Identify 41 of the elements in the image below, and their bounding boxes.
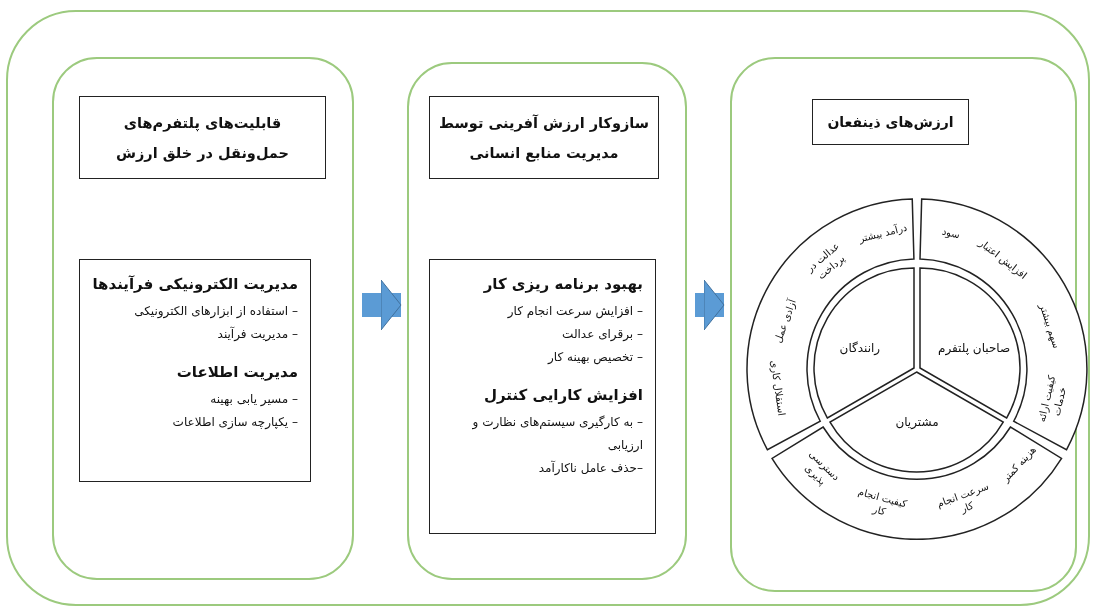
heading-text: مدیریت الکترونیکی فرآیندها xyxy=(91,274,298,295)
list-item: – افزایش سرعت انجام کار xyxy=(506,303,643,321)
segment-label: سرعت انجام کار xyxy=(934,479,991,517)
segment-label: دسترسی پذیری xyxy=(801,446,843,489)
block-arrow xyxy=(695,279,725,331)
segment-label: کیفیت ارائه خدمات xyxy=(1035,373,1070,426)
heading-text: مدیریت اطلاعات xyxy=(175,362,298,383)
title-box xyxy=(812,99,969,145)
list-item: – به کارگیری سیستم‌های نظارت و ارزیابی xyxy=(471,414,643,454)
list-item: – تخصیص بهینه کار xyxy=(546,349,643,367)
title-text: ارزش‌های ذینفعان xyxy=(826,113,955,132)
title-box xyxy=(79,96,326,179)
panel-card xyxy=(407,62,687,580)
segment-label: عدالت در پرداخت xyxy=(803,238,848,284)
list-item: –حذف عامل ناکارآمد xyxy=(537,459,643,477)
sector-label: رانندگان xyxy=(839,340,881,355)
list-item: – مدیریت فرآیند xyxy=(216,325,298,344)
sector-label: صاحبان پلتفرم xyxy=(938,340,1011,355)
title-text: سازوکار ارزش آفرینی توسط مدیریت منابع انسانی xyxy=(438,113,650,164)
segment-label: کیفیت انجام کار xyxy=(855,485,910,520)
segment-label: آزادی عمل xyxy=(771,296,800,347)
segment-label: افزایش اعتبار xyxy=(975,235,1031,283)
heading-text: بهبود برنامه ریزی کار xyxy=(482,274,643,295)
segment-label: استقلال کاری xyxy=(768,358,789,419)
panel-card xyxy=(52,57,354,580)
segment-label: درآمد بیشتر xyxy=(856,220,910,247)
title-box xyxy=(429,96,659,179)
list-item: – برقرای عدالت xyxy=(561,326,643,343)
segment-label: سود xyxy=(939,224,962,243)
list-item: – استفاده از ابزارهای الکترونیکی xyxy=(133,303,298,321)
content-box xyxy=(79,259,311,482)
title-text: قابلیت‌های پلتفرم‌های حمل‌ونقل در خلق ارزش xyxy=(115,113,290,164)
list-item: – یکپارچه سازی اطلاعات xyxy=(171,414,298,431)
segment-label: هزینه کمتر xyxy=(999,443,1040,487)
block-arrow xyxy=(362,279,402,331)
sector-label: مشتریان xyxy=(895,415,939,429)
outer-frame xyxy=(6,10,1090,606)
heading-text: افزایش کارایی کنترل xyxy=(483,385,643,406)
segment-label: سهم بیشتر xyxy=(1036,301,1064,352)
content-box xyxy=(429,259,656,534)
list-item: – مسیر یابی بهینه xyxy=(209,391,298,408)
